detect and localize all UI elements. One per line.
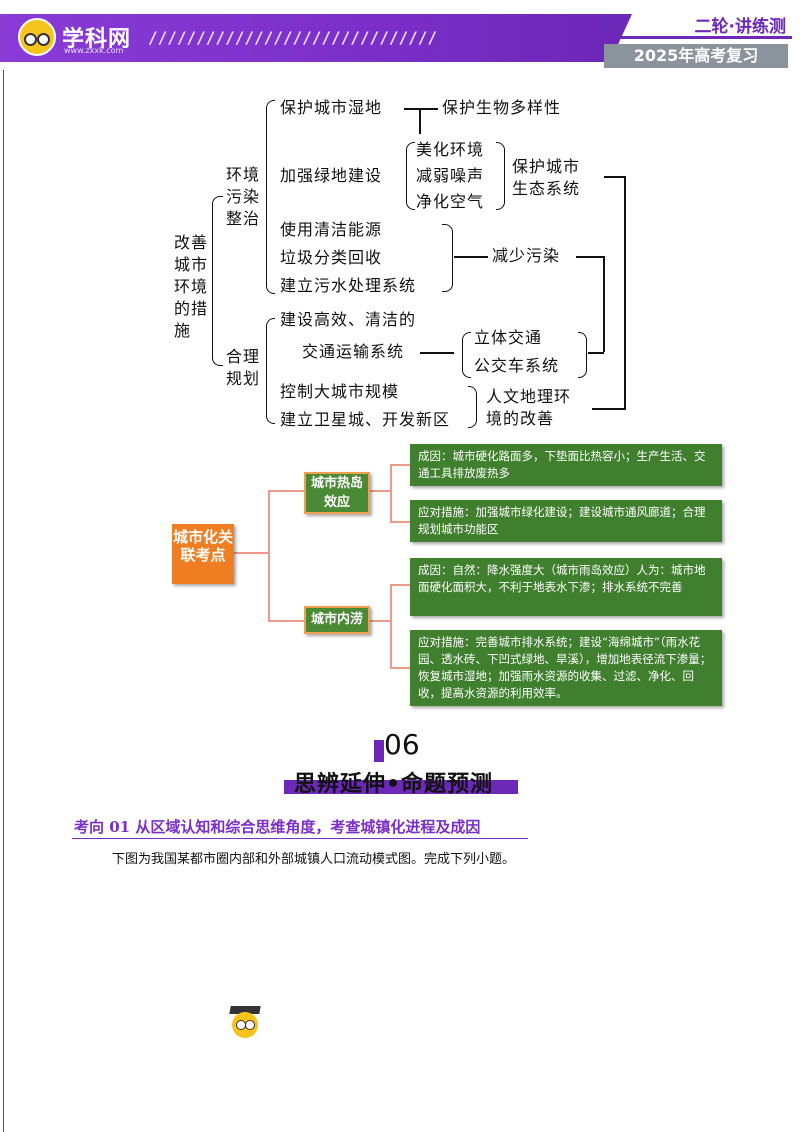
root-line: 城市 (174, 255, 209, 274)
root-line: 的措 (174, 299, 209, 318)
connector (232, 552, 268, 554)
connector (268, 490, 270, 620)
root-line: 环境 (174, 277, 209, 296)
eco-line: 保护城市 (512, 157, 581, 176)
connector (370, 620, 390, 622)
bus-brace (578, 332, 587, 378)
section-number-bar (374, 740, 384, 762)
series-title: 二轮·讲练测 (694, 17, 786, 37)
item-clean-energy: 使用清洁能源 (280, 220, 383, 239)
exam-direction-underline (72, 838, 528, 839)
connector (603, 256, 605, 352)
heat-island-measure: 应对措施：加强城市绿化建设；建设城市通风廊道；合理规划城市功能区 (410, 500, 722, 542)
mascot-logo-icon (18, 18, 56, 56)
arrow-line (420, 352, 454, 354)
connector (624, 176, 626, 408)
connector (588, 352, 604, 354)
item-wetland: 保护城市湿地 (280, 98, 383, 117)
page-header: 学科网 www.zxxk.com ///////////////////////… (0, 0, 800, 72)
item-human: 人文地理环 境的改善 (486, 386, 571, 430)
item-green: 加强绿地建设 (280, 166, 383, 185)
logo[interactable]: 学科网 www.zxxk.com (18, 18, 131, 56)
connector (592, 408, 626, 410)
item-garbage: 垃圾分类回收 (280, 248, 383, 267)
waterlog-node: 城市内涝 (304, 606, 370, 634)
env-brace (266, 100, 275, 294)
connector (390, 521, 410, 523)
human-line: 人文地理环 (486, 387, 572, 406)
connector (268, 490, 304, 492)
exam-direction: 考向 01 从区域认知和综合思维角度，考查城镇化进程及成因 (74, 818, 481, 836)
arrow-line (419, 110, 421, 134)
root-brace (212, 196, 223, 366)
item-beautify: 美化环境 (416, 140, 485, 159)
plan-brace (266, 318, 275, 424)
heat-island-cause: 成因：城市硬化路面多，下垫面比热容小；生产生活、交通工具排放废热多 (410, 444, 722, 486)
page-border (3, 70, 4, 1132)
item-eco: 保护城市 生态系统 (512, 156, 580, 200)
header-divider (612, 36, 792, 39)
item-stereo: 立体交通 (474, 328, 543, 347)
item-air: 净化空气 (416, 192, 485, 211)
human-line: 境的改善 (486, 409, 555, 428)
logo-name: 学科网 (62, 27, 132, 52)
connector (390, 464, 392, 522)
root-line: 施 (174, 321, 192, 340)
branch-planning: 合理 规划 (226, 346, 260, 390)
eco-line: 生态系统 (512, 179, 581, 198)
header-decoration: ////////////////////////////// (148, 28, 437, 47)
year-badge: 2025年高考复习 (604, 44, 788, 68)
branch-line: 规划 (226, 369, 261, 388)
heat-island-node: 城市热岛效应 (304, 472, 370, 514)
transport-brace (462, 332, 471, 378)
connector (390, 667, 410, 669)
section-title-text: 思辨延伸•命题预测 (294, 772, 494, 797)
item-biodiversity: 保护生物多样性 (442, 98, 562, 117)
connector (390, 464, 410, 466)
question-intro: 下图为我国某都市圈内部和外部城镇人口流动模式图。完成下列小题。 (112, 852, 516, 867)
human-brace (468, 386, 477, 428)
branch-line: 整治 (226, 209, 261, 228)
waterlog-cause: 成因：自然：降水强度大（城市雨岛效应）人为：城市地面硬化面积大，不利于地表水下渗… (410, 558, 722, 616)
item-bus: 公交车系统 (474, 356, 560, 375)
branch-line: 污染 (226, 187, 261, 206)
connector (390, 584, 410, 586)
branch-environment: 环境 污染 整治 (226, 164, 260, 230)
eco-brace (496, 142, 505, 210)
section-number: 06 (384, 728, 420, 761)
branch-line: 环境 (226, 165, 261, 184)
arrow-line (404, 108, 438, 110)
logo-url: www.zxxk.com (64, 46, 124, 55)
connector (390, 584, 392, 668)
item-sewage: 建立污水处理系统 (280, 276, 417, 295)
arrow-line (454, 256, 488, 258)
mascot-eye (245, 1020, 255, 1030)
section-title-bar (284, 780, 518, 794)
item-reduce-pollution: 减少污染 (492, 246, 561, 265)
root-node: 改善 城市 环境 的措 施 (174, 232, 208, 342)
item-noise: 减弱噪声 (416, 166, 485, 185)
connector (268, 620, 304, 622)
item-control: 控制大城市规模 (280, 382, 400, 401)
connector (576, 256, 604, 258)
green-brace (406, 142, 415, 210)
pollution-brace (442, 224, 453, 292)
item-satellite: 建立卫星城、开发新区 (280, 410, 451, 429)
connector (370, 490, 390, 492)
item-transport2: 交通运输系统 (302, 342, 405, 361)
connector (604, 176, 626, 178)
root-line: 改善 (174, 233, 209, 252)
root-node: 城市化关联考点 (172, 524, 234, 584)
section-title: 思辨延伸•命题预测 (284, 766, 518, 797)
branch-line: 合理 (226, 347, 261, 366)
waterlog-measure: 应对措施：完善城市排水系统；建设“海绵城市”（雨水花园、透水砖、下凹式绿地、旱溪… (410, 630, 722, 706)
item-transport1: 建设高效、清洁的 (280, 310, 417, 329)
